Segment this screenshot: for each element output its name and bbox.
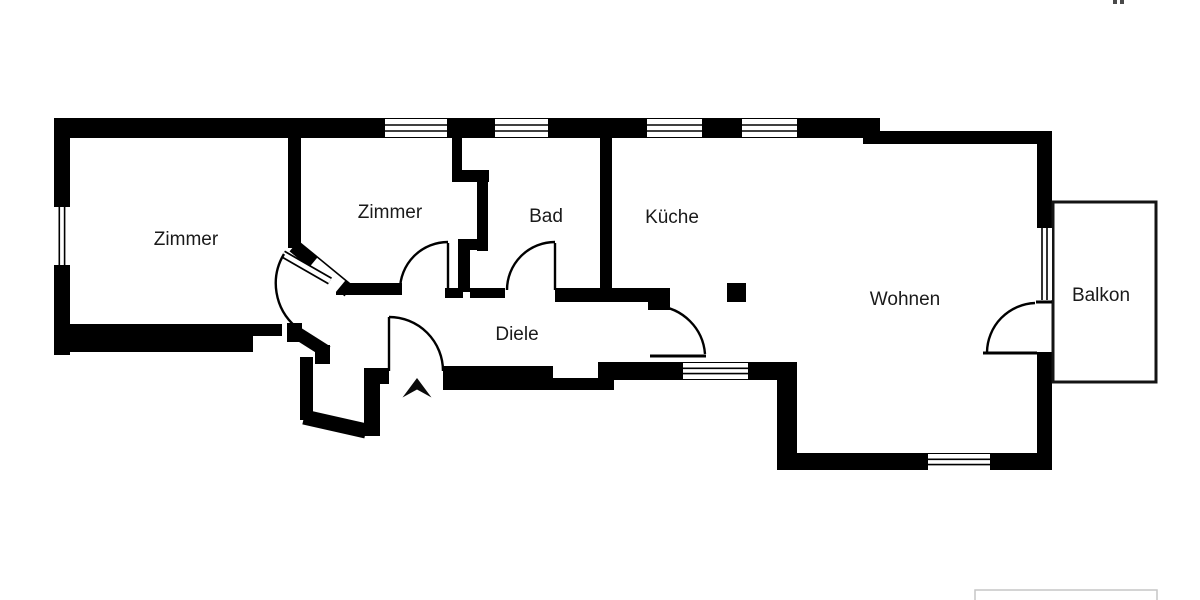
window-symbol (54, 207, 70, 265)
entrance-recess-walls (293, 327, 389, 439)
wohnen-diele-step-wall (777, 362, 797, 470)
room-label-kueche: Küche (645, 207, 699, 228)
right-wall-lower (1037, 352, 1052, 470)
window-symbol (683, 363, 748, 379)
watermark-fragments (974, 0, 1158, 600)
recess-right-wall (364, 371, 380, 436)
top-wall-right (863, 131, 1052, 144)
balcony-door-swing-arc (983, 300, 1052, 355)
window-symbol (385, 119, 447, 137)
zimmer2-bad-divider-jog-b (458, 239, 488, 250)
door-swing-arc (650, 304, 707, 358)
entrance-door-swing-arc (387, 315, 445, 372)
door-swing-arc (398, 240, 450, 291)
window-symbol (1037, 228, 1052, 300)
entrance-right-wall (443, 366, 553, 390)
zimmer1-zimmer2-divider (288, 138, 301, 248)
room-label-zimmer-1: Zimmer (154, 229, 219, 250)
zimmer2-bad-divider-a (452, 131, 462, 176)
zimmer1-bottom-wall (54, 332, 253, 352)
interior-walls (288, 131, 670, 310)
zimmer2-bottom-wall (336, 283, 402, 295)
wohnen-bottom-wall (777, 453, 1052, 470)
entrance-arrow-icon (402, 378, 432, 398)
zimmer1-bottom-wall-step (64, 324, 282, 336)
window-symbol (928, 454, 990, 470)
kueche-bottom-wall (555, 288, 670, 302)
bad-bottom-wall-b (470, 288, 505, 298)
room-label-balkon: Balkon (1072, 285, 1130, 306)
room-label-diele: Diele (495, 324, 538, 345)
room-label-bad: Bad (529, 206, 563, 227)
recess-slanted-bottom-wall (302, 409, 368, 439)
zimmer2-bad-divider-b (477, 170, 488, 251)
doors (274, 240, 1052, 372)
entrance-hinge-block (364, 368, 389, 384)
room-labels: Zimmer Zimmer Bad Küche Diele Wohnen Bal… (154, 202, 1130, 345)
window-symbol (647, 119, 702, 137)
recess-left-wall (300, 357, 313, 420)
room-label-zimmer-2: Zimmer (358, 202, 423, 223)
window-symbol (742, 119, 797, 137)
bad-kueche-divider (600, 131, 612, 302)
watermark-fragment (1113, 0, 1117, 4)
windows (54, 119, 1052, 470)
column-marker (727, 283, 746, 302)
window-symbol (495, 119, 548, 137)
recess-corner-block (315, 345, 330, 364)
door-swing-arc (505, 240, 557, 291)
diele-bottom-wall-lip (548, 378, 614, 390)
bad-bottom-wall-a (445, 288, 463, 298)
watermark-fragment (1120, 0, 1124, 4)
room-label-wohnen: Wohnen (870, 289, 940, 310)
right-wall-upper (1037, 143, 1052, 228)
watermark-box (974, 589, 1158, 600)
zimmer2-bad-divider-c (458, 239, 470, 292)
door-swing-arc (274, 250, 346, 328)
balcony-outline (1051, 200, 1158, 384)
